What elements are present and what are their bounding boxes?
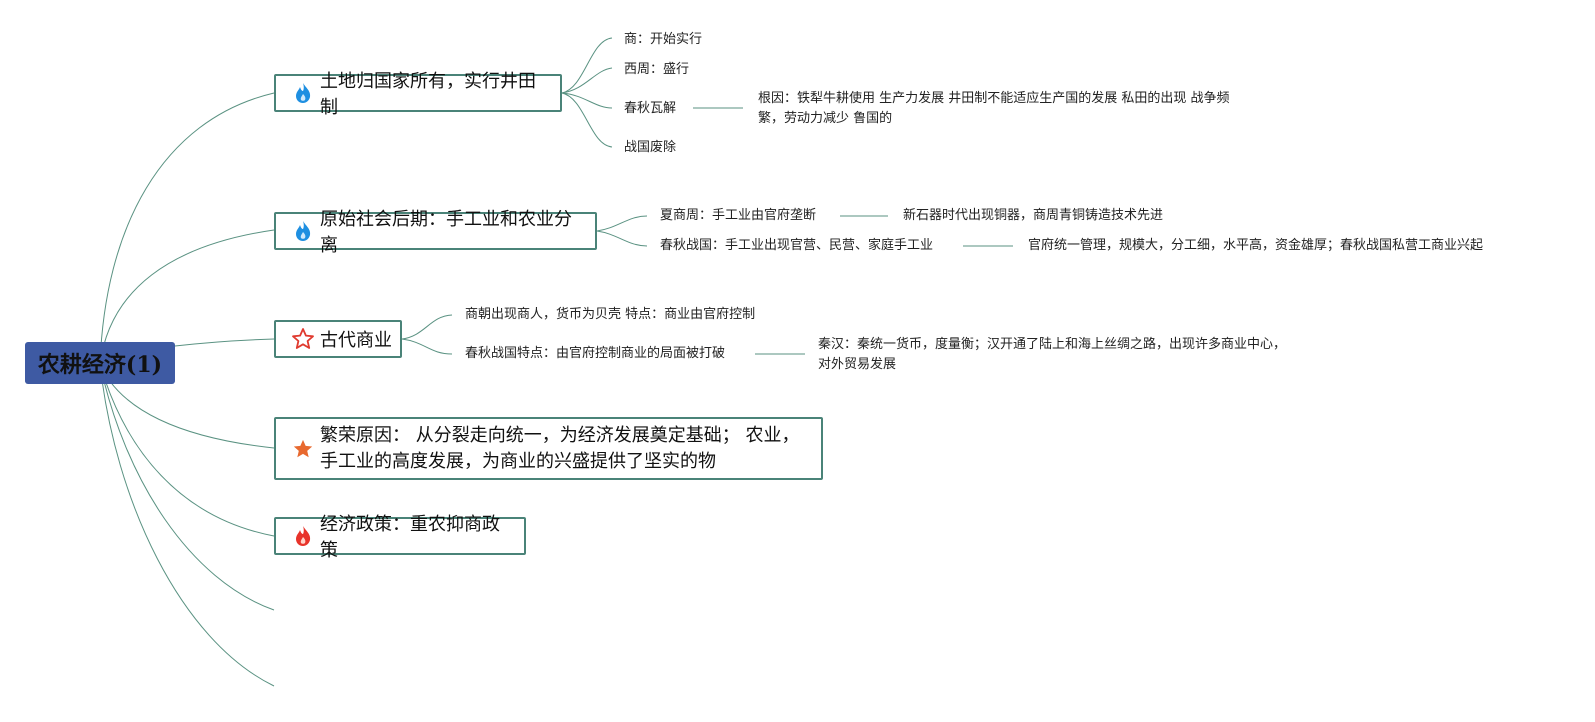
link-root-empty-2: [99, 363, 275, 687]
subtopic-spring-autumn-commerce[interactable]: 春秋战国特点：由官府控制商业的局面被打破: [465, 346, 726, 361]
detail-official-management[interactable]: 官府统一管理，规模大，分工细，水平高，资金雄厚；春秋战国私营工商业兴起: [1028, 238, 1484, 253]
topic-prosperity-reasons[interactable]: 繁荣原因： 从分裂走向统一，为经济发展奠定基础； 农业，手工业的高度发展，为商业…: [274, 417, 823, 480]
link-root-empty-1: [99, 363, 275, 611]
subtopic-western-zhou[interactable]: 西周：盛行: [624, 62, 690, 77]
flame-blue-icon: [290, 80, 316, 106]
topic-economic-policy[interactable]: 经济政策：重农抑商政策: [274, 514, 526, 561]
topic-label: 繁荣原因： 从分裂走向统一，为经济发展奠定基础； 农业，手工业的高度发展，为商业…: [320, 424, 800, 472]
subtopic-warring-states[interactable]: 战国废除: [624, 140, 677, 155]
link-t2-c1: [596, 215, 648, 232]
subtopic-shang[interactable]: 商：开始实行: [624, 32, 703, 47]
link-root-topic-1: [99, 92, 275, 365]
link-t1-c1: [561, 37, 613, 94]
detail-bronze[interactable]: 新石器时代出现铜器，商周青铜铸造技术先进: [903, 208, 1164, 223]
flame-red-icon: [290, 523, 316, 549]
detail-qin-han[interactable]: 秦汉：秦统一货币，度量衡；汉开通了陆上和海上丝绸之路，出现许多商业中心，对外贸易…: [818, 337, 1287, 372]
topic-ancient-commerce[interactable]: 古代商业: [274, 320, 402, 358]
topic-label: 古代商业: [320, 330, 392, 351]
subtopic-xia-shang-zhou[interactable]: 夏商周：手工业由官府垄断: [660, 208, 817, 223]
link-t1-c4: [561, 92, 613, 148]
topic-label: 原始社会后期：手工业和农业分离: [320, 209, 572, 256]
subtopic-spring-autumn-handicraft[interactable]: 春秋战国：手工业出现官营、民营、家庭手工业: [660, 238, 934, 253]
subtopic-spring-autumn[interactable]: 春秋瓦解: [624, 101, 677, 116]
link-t3-c1: [401, 314, 453, 340]
topic-handicraft-separation[interactable]: 原始社会后期：手工业和农业分离: [274, 209, 597, 256]
link-t3-c2: [401, 338, 453, 355]
central-topic-label: 农耕经济(1): [37, 352, 163, 378]
topic-land-ownership[interactable]: 土地归国家所有，实行井田制: [274, 71, 562, 118]
star-outline-icon: [290, 326, 316, 352]
subtopic-shang-merchants[interactable]: 商朝出现商人，货币为贝壳 特点：商业由官府控制: [465, 307, 756, 322]
flame-blue-icon: [290, 218, 316, 244]
link-t1-c2: [561, 67, 613, 94]
detail-root-cause[interactable]: 根因：铁犁牛耕使用 生产力发展 井田制不能适应生产国的发展 私田的出现 战争频繁…: [758, 91, 1230, 126]
link-root-topic-2: [99, 229, 275, 365]
link-root-topic-5: [99, 363, 275, 537]
link-root-topic-3: [174, 338, 275, 347]
star-filled-icon: [290, 436, 316, 462]
topic-label: 经济政策：重农抑商政策: [320, 514, 500, 561]
link-t2-c2: [596, 230, 648, 247]
central-topic[interactable]: 农耕经济(1): [25, 342, 175, 384]
topic-label: 土地归国家所有，实行井田制: [320, 71, 536, 118]
link-t1-c3: [561, 92, 613, 109]
